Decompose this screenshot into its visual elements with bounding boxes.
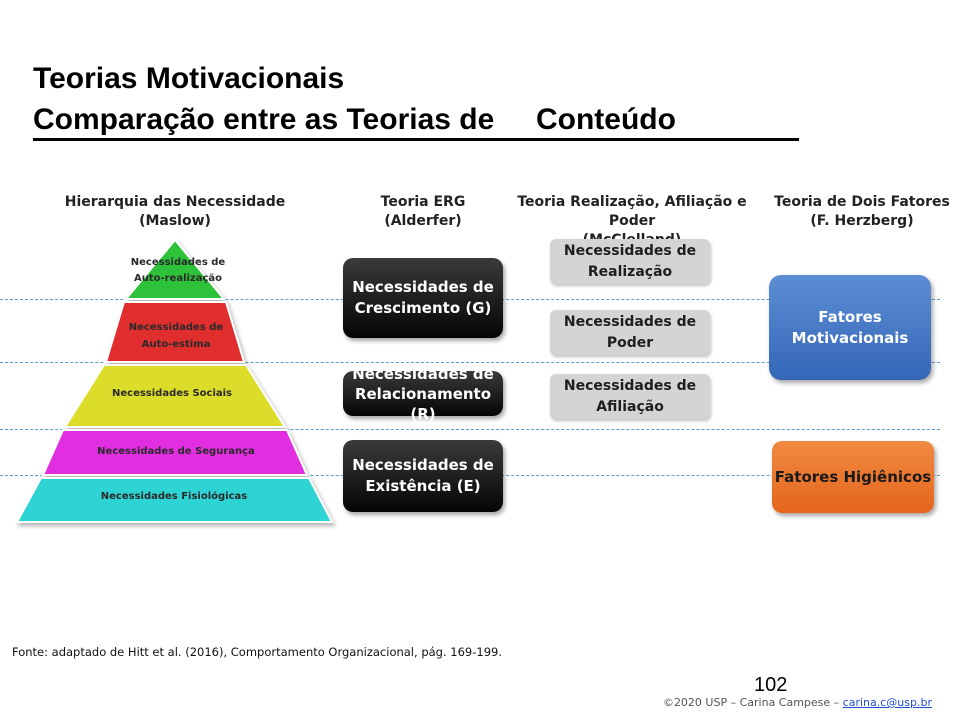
header-mcclelland-line1: Teoria Realização, Afiliação e Poder [517, 194, 747, 229]
separator-line-3 [0, 429, 940, 430]
herzberg-motivators-line2: Motivacionais [791, 328, 909, 347]
page-number: 102 [754, 674, 788, 696]
mcclelland-box-achievement: Necessidades de Realização [550, 239, 710, 284]
header-maslow: Hierarquia das Necessidade (Maslow) [60, 193, 290, 231]
source-citation: Fonte: adaptado de Hitt et al. (2016), C… [12, 645, 502, 659]
erg-relatedness-line2: Relacionamento (R) [354, 384, 492, 423]
pyramid-level-safety [41, 429, 309, 476]
pyramid-label-3: Necessidades Sociais [112, 388, 232, 399]
pyramid-level-physiological [15, 477, 334, 523]
header-erg-line2: (Alderfer) [384, 213, 462, 229]
header-maslow-line2: (Maslow) [139, 213, 211, 229]
pyramid-level-esteem [104, 301, 246, 363]
erg-box-growth: Necessidades de Crescimento (G) [343, 258, 503, 338]
erg-existence-line1: Necessidades de [352, 456, 494, 474]
pyramid-label-2b: Auto-estima [142, 339, 211, 350]
erg-growth-line1: Necessidades de [352, 278, 494, 296]
pyramid-label-5: Necessidades Fisiológicas [101, 490, 248, 502]
mcclelland-achievement-line1: Necessidades de [563, 242, 697, 259]
pyramid-label-1b: Auto-realização [134, 273, 222, 284]
subtitle-underline [33, 138, 799, 141]
mcclelland-power-line1: Necessidades de [563, 313, 697, 330]
herzberg-hygiene-label: Fatores Higiênicos [774, 467, 932, 486]
herzberg-motivators-line1: Fatores [818, 307, 882, 326]
footer-email-link[interactable]: carina.c@usp.br [842, 696, 932, 709]
pyramid-level-social [63, 364, 287, 428]
mcclelland-box-affiliation: Necessidades de Afiliação [550, 374, 710, 419]
header-herzberg-line2: (F. Herzberg) [810, 213, 914, 229]
herzberg-box-hygiene: Fatores Higiênicos [772, 441, 934, 513]
erg-growth-line2: Crescimento (G) [354, 299, 492, 317]
mcclelland-box-power: Necessidades de Poder [550, 310, 710, 355]
header-erg-line1: Teoria ERG [380, 194, 466, 210]
header-maslow-line1: Hierarquia das Necessidade [64, 194, 286, 210]
mcclelland-achievement-line2: Realização [587, 263, 673, 280]
erg-relatedness-line1: Necessidades de [352, 364, 494, 383]
separator-line-2 [0, 362, 940, 363]
erg-box-existence: Necessidades de Existência (E) [343, 440, 503, 512]
mcclelland-affiliation-line2: Afiliação [596, 398, 664, 415]
slide-title: Teorias Motivacionais [33, 62, 345, 95]
erg-existence-line2: Existência (E) [365, 477, 481, 495]
footer-text: ©2020 USP – Carina Campese – [662, 696, 843, 709]
pyramid-label-2a: Necessidades de [129, 322, 224, 333]
pyramid-label-1a: Necessidades de [131, 257, 226, 268]
pyramid-label-4: Necessidades de Segurança [97, 446, 255, 457]
header-erg: Teoria ERG (Alderfer) [353, 193, 493, 231]
mcclelland-power-line2: Poder [606, 334, 654, 351]
mcclelland-affiliation-line1: Necessidades de [563, 377, 697, 394]
slide-subtitle-text: Comparação entre as Teorias de Conteúdo [33, 103, 676, 136]
header-herzberg-line1: Teoria de Dois Fatores [774, 194, 950, 210]
copyright-footer: ©2020 USP – Carina Campese – carina.c@us… [663, 696, 932, 709]
pyramid-level-self-actualization [123, 238, 227, 300]
header-herzberg: Teoria de Dois Fatores (F. Herzberg) [770, 193, 954, 231]
slide-subtitle: Comparação entre as Teorias de Conteúdo [33, 103, 799, 141]
